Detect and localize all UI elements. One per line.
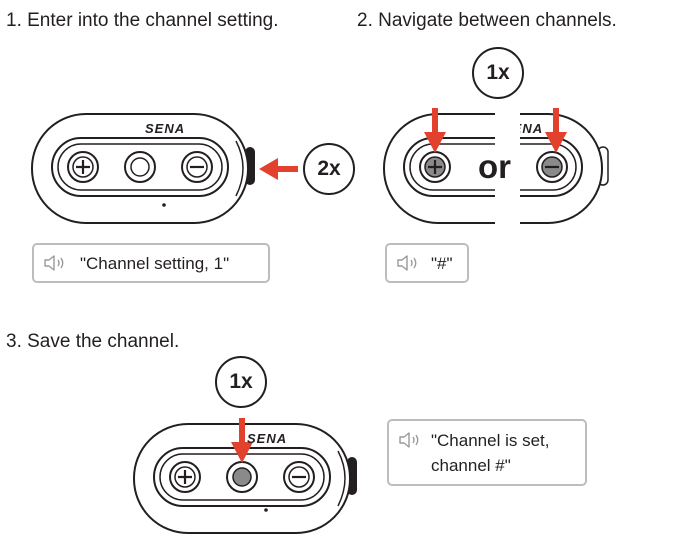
press-count-badge: 2x [303, 143, 355, 195]
brand-logo: SENA [247, 431, 287, 446]
minus-button-icon [181, 151, 213, 183]
press-arrow-icon [424, 108, 446, 153]
minus-button-icon [536, 151, 568, 183]
voice-prompt-text-line-2: channel #" [431, 456, 511, 475]
speaker-icon [399, 432, 419, 448]
plus-button-icon [419, 151, 451, 183]
center-button-icon [124, 151, 156, 183]
press-count-badge: 1x [215, 356, 267, 408]
plus-button-icon [169, 461, 201, 493]
plus-button-icon [67, 151, 99, 183]
press-arrow-icon [259, 158, 298, 180]
brand-logo: SENA [503, 121, 543, 136]
step-3-title: 3. Save the channel. [6, 331, 180, 352]
speaker-icon [397, 255, 417, 271]
voice-prompt-text: "#" [431, 254, 453, 273]
speaker-icon [44, 255, 64, 271]
voice-prompt-text-line-1: "Channel is set, [431, 431, 550, 450]
step-2-title: 2. Navigate between channels. [357, 10, 617, 31]
press-arrow-icon [231, 418, 253, 463]
press-arrow-icon [545, 108, 567, 153]
minus-button-icon [283, 461, 315, 493]
voice-prompt-step-2: "#" [385, 243, 469, 283]
brand-logo: SENA [145, 121, 185, 136]
press-count-badge: 1x [472, 47, 524, 99]
voice-prompt-step-1: "Channel setting, 1" [32, 243, 270, 283]
voice-prompt-text: "Channel setting, 1" [80, 254, 230, 273]
voice-prompt-step-3: "Channel is set, channel #" [387, 419, 587, 486]
step-1-title: 1. Enter into the channel setting. [6, 10, 279, 31]
center-button-icon [226, 461, 258, 493]
or-label: or [478, 148, 511, 185]
